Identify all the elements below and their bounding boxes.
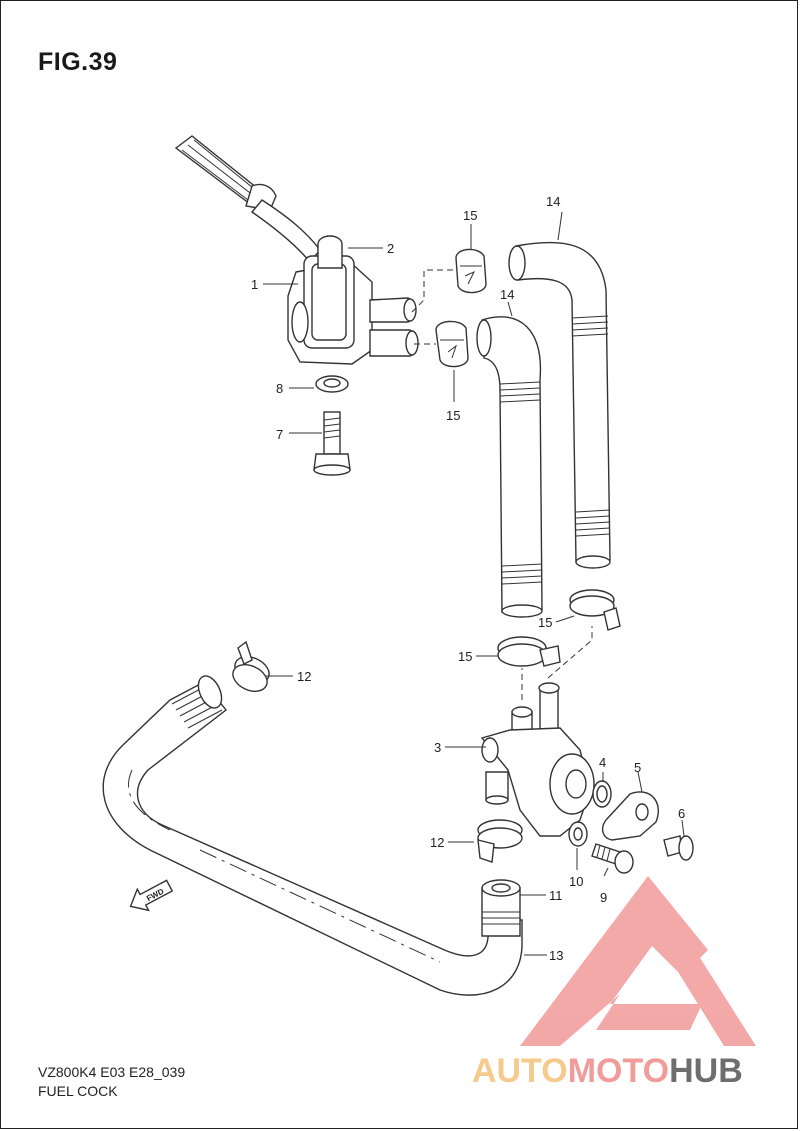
watermark-auto: AUTO <box>472 1052 568 1090</box>
watermark: AUTOMOTOHUB <box>472 876 756 1090</box>
callout-5: 5 <box>634 760 641 775</box>
callout-15-lower-a: 15 <box>538 615 552 630</box>
callout-labels: 1 2 3 4 5 6 7 8 9 10 11 12 12 13 14 14 1… <box>251 194 685 963</box>
fuel-cock-lower <box>480 682 595 837</box>
figure-title: FIG.39 <box>38 48 118 76</box>
watermark-text: AUTOMOTOHUB <box>472 1052 743 1090</box>
callout-2: 2 <box>387 241 394 256</box>
leader-lines <box>263 211 685 956</box>
screw-9 <box>591 843 634 874</box>
callout-8: 8 <box>276 381 283 396</box>
clamp-15-upper-b <box>435 320 469 368</box>
fwd-direction-marker: FWD <box>129 879 174 912</box>
clamp-15-lower-b <box>497 636 561 667</box>
callout-7: 7 <box>276 427 283 442</box>
callout-1: 1 <box>251 277 258 292</box>
callout-14-right: 14 <box>546 194 560 209</box>
callout-12-lower: 12 <box>430 835 444 850</box>
screw-6 <box>663 835 694 861</box>
bolt-7 <box>313 411 351 476</box>
watermark-moto: MOTO <box>568 1052 669 1090</box>
callout-12-upper: 12 <box>297 669 311 684</box>
callout-3: 3 <box>434 740 441 755</box>
hose-13 <box>102 675 523 996</box>
clamp-15-upper-a <box>455 248 487 294</box>
hose-14-left <box>476 316 543 618</box>
callout-4: 4 <box>599 755 606 770</box>
washer-8 <box>315 375 349 393</box>
clamp-12-lower <box>477 819 523 863</box>
callout-15-lower-b: 15 <box>458 649 472 664</box>
clamp-12-upper <box>232 640 270 692</box>
o-ring-4 <box>592 780 612 808</box>
callout-11: 11 <box>549 888 563 903</box>
model-code: VZ800K4 E03 E28_039 <box>38 1064 186 1080</box>
fuel-cock-upper <box>174 135 419 365</box>
figure-caption: FUEL COCK <box>38 1083 118 1099</box>
callout-14-left: 14 <box>500 287 514 302</box>
callout-13: 13 <box>549 948 563 963</box>
callout-15-upper-b: 15 <box>446 408 460 423</box>
fitting-11 <box>481 879 521 937</box>
callout-10: 10 <box>569 874 583 889</box>
washer-10 <box>568 821 588 847</box>
hose-14-right <box>508 241 611 569</box>
automotohub-logo <box>520 876 756 1046</box>
watermark-hub: HUB <box>669 1052 743 1090</box>
callout-6: 6 <box>678 806 685 821</box>
arrow-left-icon <box>129 879 174 912</box>
callout-9: 9 <box>600 890 607 905</box>
clamp-15-lower-a <box>569 589 621 631</box>
plate-5 <box>601 791 659 841</box>
callout-15-upper-a: 15 <box>463 208 477 223</box>
